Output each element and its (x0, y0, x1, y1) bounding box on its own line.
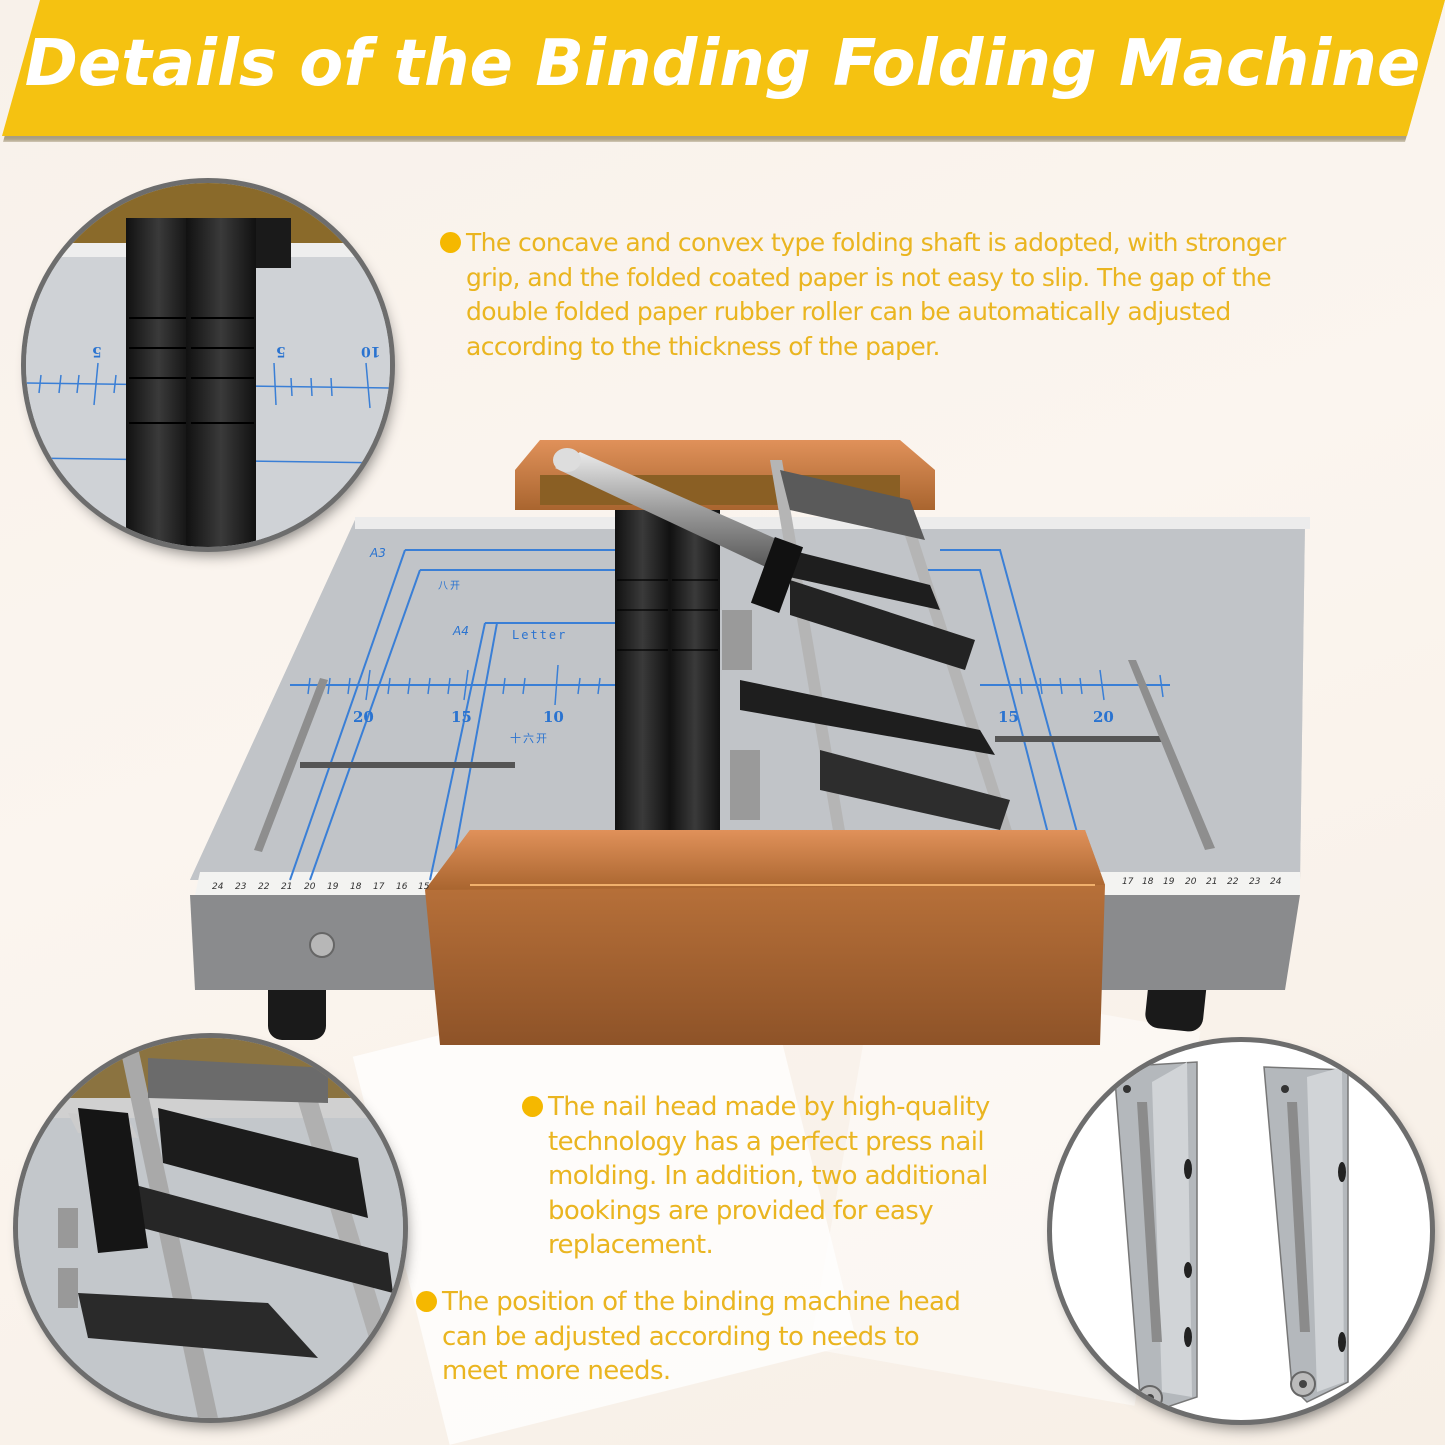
inset-nail-head-spares (1052, 1042, 1430, 1420)
inset-scale-5a: 5 (92, 343, 102, 359)
inset-scale-5b: 5 (276, 343, 286, 359)
scale-left-20: 20 (353, 708, 374, 726)
inset-scale-10: 10 (361, 343, 381, 359)
plate-label-shiliu-kai: 十六开 (510, 732, 549, 745)
scale-right-15: 15 (998, 708, 1019, 726)
feature-folding-shaft: The concave and convex type folding shaf… (440, 226, 1426, 364)
roller-closeup-image (26, 183, 390, 547)
inset-roller-closeup: 5 5 10 (26, 183, 390, 547)
scale-right-20: 20 (1093, 708, 1114, 726)
feature-head-position: The position of the binding machine head… (416, 1285, 1042, 1389)
inset-staple-head-closeup (18, 1038, 403, 1418)
staple-head-closeup-image (18, 1038, 403, 1418)
feature-nail-head: The nail head made by high-quality techn… (522, 1090, 1068, 1263)
plate-label-a3: A3 (370, 546, 386, 560)
scale-left-15: 15 (451, 708, 472, 726)
bullet-dot-icon (522, 1096, 543, 1117)
plate-label-letter: Letter (512, 628, 568, 642)
page-title: Details of the Binding Folding Machine (24, 27, 1421, 101)
nail-head-spares-image (1113, 1061, 1349, 1413)
plate-label-ba-kai: 八开 (438, 581, 462, 592)
bullet-dot-icon (440, 232, 461, 253)
scale-left-10: 10 (543, 708, 564, 726)
bullet-dot-icon (416, 1291, 437, 1312)
title-banner: Details of the Binding Folding Machine (2, 0, 1445, 136)
plate-label-a4: A4 (453, 624, 469, 638)
